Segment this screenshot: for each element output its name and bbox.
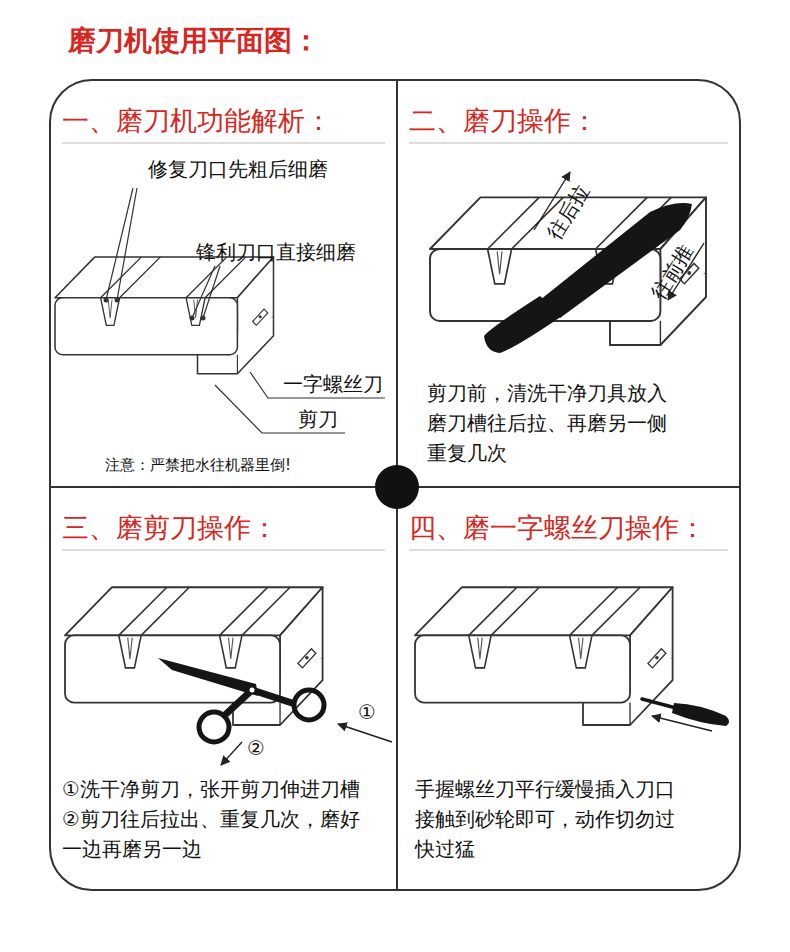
part-label: 剪刀 xyxy=(298,407,338,431)
part-label: 一字螺丝刀 xyxy=(283,372,383,396)
screwdriver xyxy=(642,699,729,726)
callout-number: ① xyxy=(358,700,376,724)
section-heading: 二、磨刀操作： xyxy=(409,105,598,137)
quadrant-panel: 一、磨刀机功能解析： 注意：严禁把水往机器里倒! xyxy=(50,80,397,487)
instruction-text: 手握螺丝刀平行缓慢插入刀口 接触到砂轮即可，动作切勿过 快过猛 xyxy=(415,774,681,864)
sharpener xyxy=(55,257,274,374)
scissors xyxy=(158,658,324,742)
quadrant-panel: 二、磨刀操作： 剪刀前，清洗干净刀具放入 磨刀槽往后拉、再磨另一侧 重复几次 xyxy=(397,80,740,487)
sharpener xyxy=(415,587,673,725)
quadrant-panel: 三、磨剪刀操作： ①洗干净剪刀，张开剪刀伸进刀槽②剪刀往后拉出、重复几次，磨好 一… xyxy=(50,487,397,890)
motion-label: 往前推 xyxy=(646,240,698,304)
section-heading: 四、磨一字螺丝刀操作： xyxy=(409,512,706,544)
motion-arrow xyxy=(652,716,712,731)
callout-label: 锋利刀口直接细磨 xyxy=(196,240,356,264)
instruction-text: 剪刀前，清洗干净刀具放入 磨刀槽往后拉、再磨另一侧 重复几次 xyxy=(427,378,677,468)
instruction-text: ②剪刀往后拉出、重复几次，磨好 一边再磨另一边 xyxy=(62,804,368,864)
section-heading: 三、磨剪刀操作： xyxy=(62,512,278,544)
warning-note: 注意：严禁把水往机器里倒! xyxy=(105,456,291,476)
center-dot xyxy=(375,465,419,509)
leader-dot xyxy=(104,298,206,321)
instruction-text: ①洗干净剪刀，张开剪刀伸进刀槽 xyxy=(62,774,382,804)
callout-label: 修复刀口先粗后细磨 xyxy=(148,157,328,181)
callout-number: ② xyxy=(247,736,265,760)
sharpener xyxy=(65,587,323,725)
diagram-title: 磨刀机使用平面图： xyxy=(68,22,320,60)
leader-line xyxy=(106,188,385,433)
frame xyxy=(50,80,740,890)
section-heading: 一、磨刀机功能解析： xyxy=(62,105,332,137)
motion-arrow xyxy=(221,724,392,765)
quadrant-panel: 四、磨一字螺丝刀操作： 手握螺丝刀平行缓慢插入刀口 接触到砂轮即可，动作切勿过 快… xyxy=(397,487,740,890)
motion-label: 往后拉 xyxy=(542,180,594,244)
